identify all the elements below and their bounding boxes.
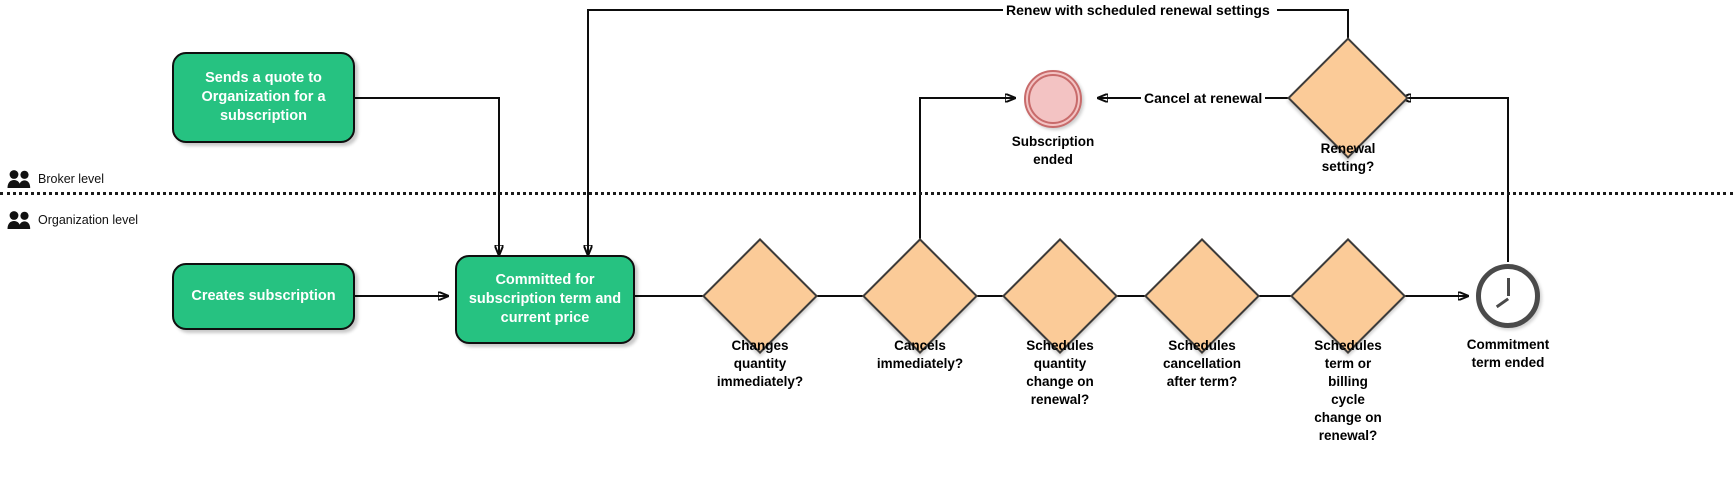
gateway-schedules-quantity-change-label: Schedules quantity change on renewal? (1026, 338, 1094, 407)
gateway-changes-quantity[interactable] (702, 238, 818, 354)
people-icon-broker (6, 169, 34, 194)
gateway-changes-quantity-label: Changes quantity immediately? (716, 338, 804, 389)
people-glyph (7, 170, 31, 188)
gateway-schedules-term-change-label: Schedules term or billing cycle change o… (1314, 338, 1382, 443)
clock-hand-hour (1507, 278, 1510, 296)
lane-label-organization: Organization level (38, 213, 139, 227)
edge-timer-to-renewalsetting (1401, 98, 1509, 262)
end-event-subscription-ended[interactable] (1024, 70, 1082, 128)
edge-quote-to-committed (355, 97, 499, 255)
end-event-subscription-ended-label: Subscription ended (1011, 134, 1095, 167)
lane-label-broker: Broker level (38, 172, 104, 186)
gateway-schedules-quantity-change[interactable] (1002, 238, 1118, 354)
edge-renew-to-committed (588, 9, 1005, 255)
timer-event-commitment-term-ended[interactable] (1476, 264, 1540, 328)
edge-label-cancel-at-renewal: Cancel at renewal (1141, 90, 1266, 106)
timer-event-commitment-term-ended-label: Commitment term ended (1466, 337, 1550, 370)
gateway-schedules-cancellation-label: Schedules cancellation after term? (1162, 338, 1242, 389)
gateway-renewal-setting[interactable] (1287, 37, 1409, 159)
people-icon-organization (6, 210, 34, 235)
edge-cancels-to-ended (919, 98, 1015, 255)
task-sends-a-quote[interactable]: Sends a quote to Organization for a subs… (172, 52, 355, 143)
task-creates-subscription[interactable]: Creates subscription (172, 263, 355, 330)
lane-divider (0, 192, 1733, 195)
end-event-inner-ring (1028, 74, 1078, 124)
gateway-cancels-immediately-label: Cancels immediately? (876, 338, 964, 371)
gateway-cancels-immediately[interactable] (862, 238, 978, 354)
task-committed-for-term[interactable]: Committed for subscription term and curr… (455, 255, 635, 344)
gateway-renewal-setting-label: Renewal setting? (1320, 141, 1376, 174)
gateway-schedules-term-change[interactable] (1290, 238, 1406, 354)
people-glyph (7, 211, 31, 229)
gateway-schedules-cancellation[interactable] (1144, 238, 1260, 354)
edge-label-renew-with-scheduled-renewal-settings: Renew with scheduled renewal settings (1003, 2, 1273, 18)
timer-ring (1476, 264, 1540, 328)
